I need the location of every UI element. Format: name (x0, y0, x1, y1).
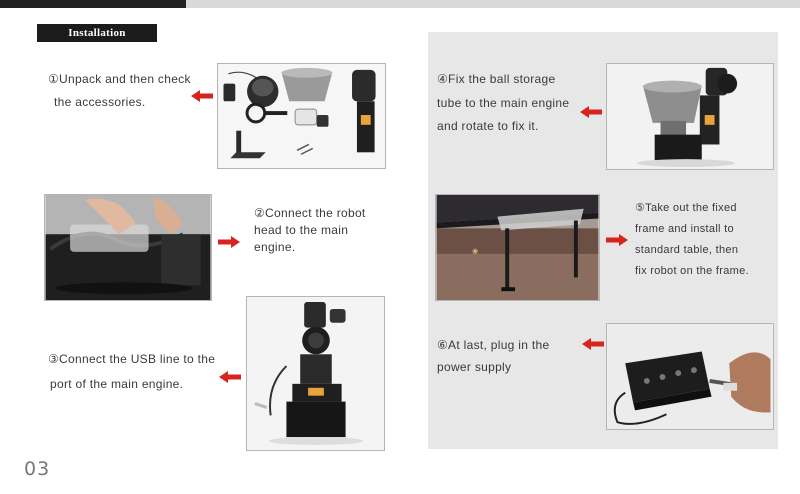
left-arrow-icon (191, 90, 213, 102)
step-text-line: ④Fix the ball storage (437, 72, 556, 86)
step-5-text: ⑤Take out the fixed frame and install to… (635, 198, 749, 282)
right-arrow-icon (606, 234, 628, 246)
step-1-text: ①Unpack and then check the accessories. (48, 68, 191, 114)
usb-connection-photo (246, 296, 385, 451)
robot-head-connection-photo (44, 194, 212, 301)
table-frame-photo: ❀ (435, 194, 600, 301)
step-text-line: ⑥At last, plug in the (437, 338, 550, 352)
left-arrow-icon (580, 106, 602, 118)
step-6-text: ⑥At last, plug in the power supply (437, 334, 549, 378)
top-bar-dark (0, 0, 186, 8)
right-arrow-icon (218, 236, 240, 248)
svg-text:❀: ❀ (472, 247, 479, 256)
step-text-line: the accessories. (54, 95, 146, 109)
accessories-photo (217, 63, 386, 169)
step-text-line: ①Unpack and then check (48, 72, 191, 86)
step-text-line: power supply (437, 360, 512, 374)
step-text-line: ③Connect the USB line to the (48, 352, 216, 366)
step-text-line: fix robot on the frame. (635, 265, 749, 277)
step-text-line: engine. (254, 240, 296, 254)
step-text-line: frame and install to (635, 223, 734, 235)
ball-storage-tube-photo (606, 63, 774, 170)
left-arrow-icon (582, 338, 604, 350)
step-text-line: tube to the main engine (437, 95, 570, 110)
step-text-line: standard table, then (635, 244, 739, 256)
step-4-text: ④Fix the ball storage tube to the main e… (437, 68, 569, 139)
step-text-line: ②Connect the robot (254, 206, 366, 220)
left-arrow-icon (219, 371, 241, 383)
top-bar-light (186, 0, 800, 8)
step-2-text: ②Connect the robot head to the main engi… (254, 205, 366, 256)
section-title: Installation (37, 24, 157, 42)
page-number: 03 (24, 458, 51, 480)
step-text-line: and rotate to fix it. (437, 119, 539, 133)
step-text-line: head to the main (254, 223, 349, 237)
step-text-line: ⑤Take out the fixed (635, 202, 737, 214)
step-3-text: ③Connect the USB line to the port of the… (48, 347, 215, 397)
power-supply-photo (606, 323, 774, 430)
step-text-line: port of the main engine. (50, 377, 184, 391)
